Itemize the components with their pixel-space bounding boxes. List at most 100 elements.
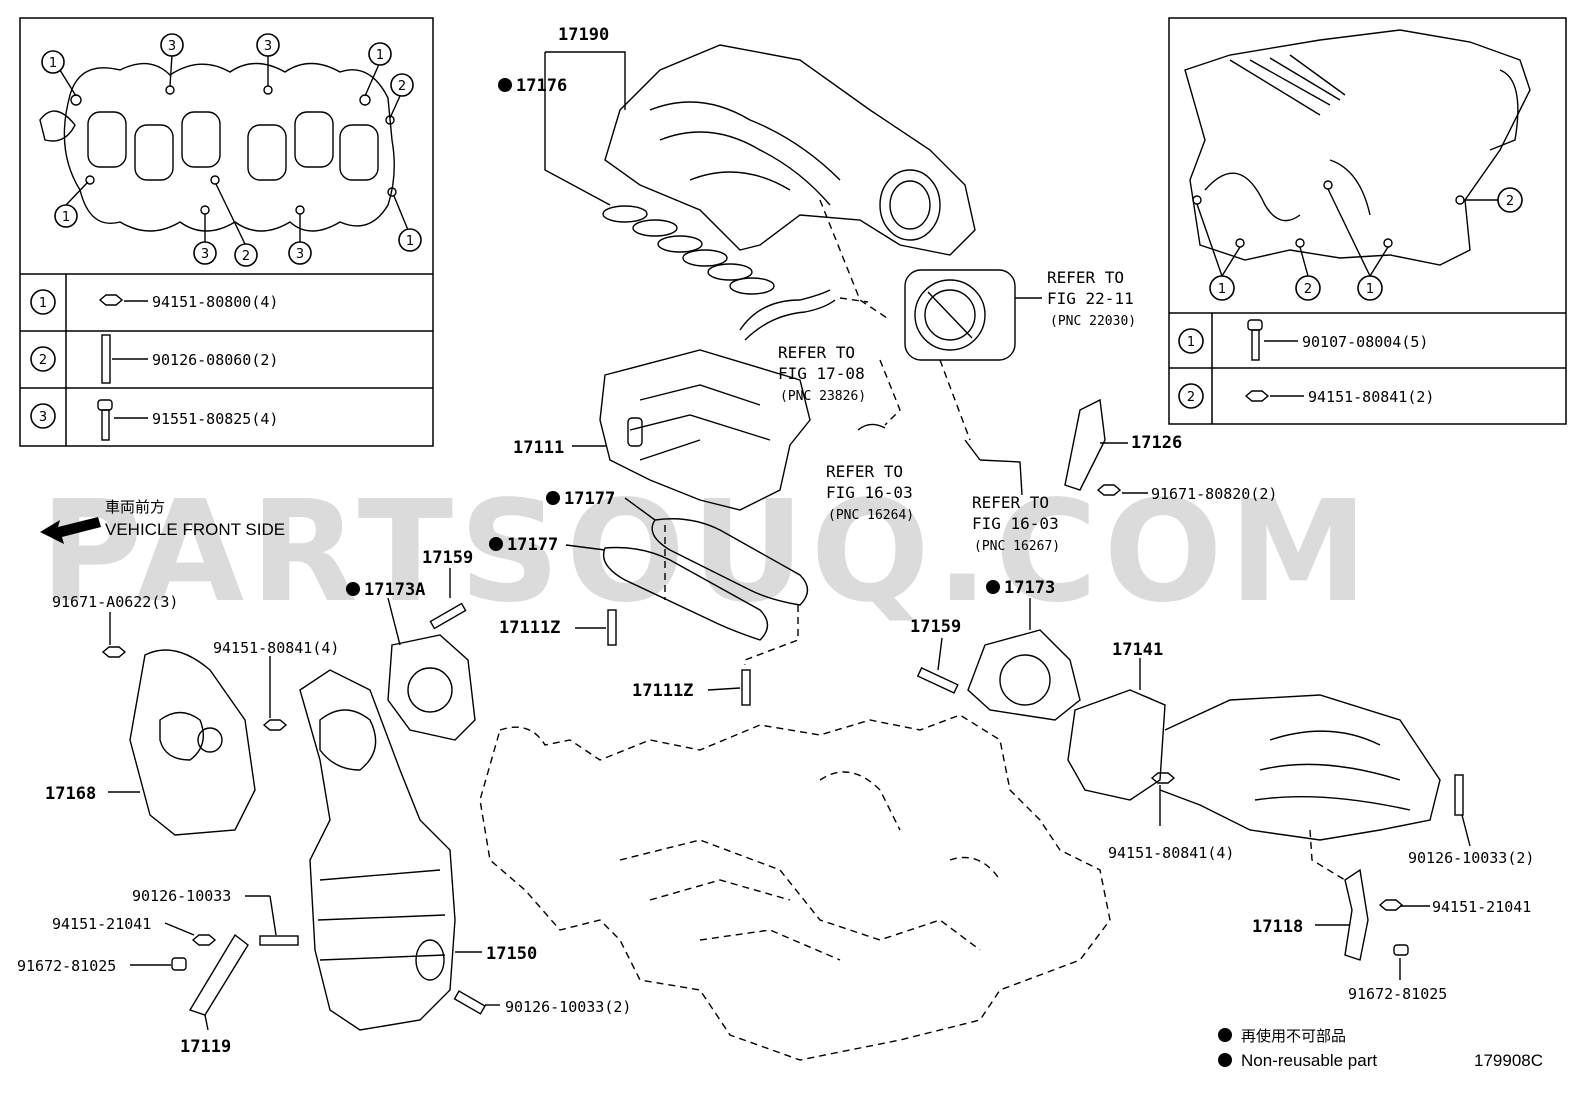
part-17126[interactable]: 17126 xyxy=(1131,433,1182,453)
part-17190[interactable]: 17190 xyxy=(558,25,609,45)
bolt-91671-80820 xyxy=(1096,484,1122,496)
part-17177-b[interactable]: 17177 xyxy=(507,535,558,555)
watermark: PARTSOUQ.COM xyxy=(40,471,1374,634)
part-17173[interactable]: 17173 xyxy=(1004,578,1055,598)
refer-17-08[interactable]: REFER TO FIG 17-08 (PNC 23826) xyxy=(778,343,866,404)
heat-insulator-17168-drawing xyxy=(129,649,256,836)
svg-text:(PNC 16267): (PNC 16267) xyxy=(974,539,1060,554)
svg-text:3: 3 xyxy=(39,410,47,425)
left-inset-frame xyxy=(19,17,434,447)
bolt-91672-81025-l xyxy=(171,957,187,971)
svg-text:3: 3 xyxy=(264,39,272,54)
part-17176[interactable]: 17176 xyxy=(516,76,567,96)
part-90126-10033-l[interactable]: 90126-10033 xyxy=(132,887,231,905)
svg-text:REFER TO: REFER TO xyxy=(1047,268,1124,287)
left-table-row-3[interactable]: 3 91551-80825(4) xyxy=(30,399,278,441)
svg-text:2: 2 xyxy=(1506,194,1514,209)
part-94151-80841-r[interactable]: 94151-80841(4) xyxy=(1108,844,1234,862)
part-91672-81025-r[interactable]: 91672-81025 xyxy=(1348,985,1447,1003)
part-17119[interactable]: 17119 xyxy=(180,1037,231,1057)
manifold-side-drawing xyxy=(1184,29,1531,266)
stud-90126-10033-l xyxy=(259,935,299,946)
refer-22-11[interactable]: REFER TO FIG 22-11 (PNC 22030) xyxy=(1047,268,1136,329)
part-17141[interactable]: 17141 xyxy=(1112,640,1163,660)
right-table-row-2[interactable]: 2 94151-80841(2) xyxy=(1178,383,1434,409)
svg-text:2: 2 xyxy=(398,79,406,94)
part-17111z-b[interactable]: 17111Z xyxy=(632,681,693,701)
svg-text:1: 1 xyxy=(62,210,70,225)
stud-17111z-b xyxy=(741,669,751,706)
part-label: 94151-80800(4) xyxy=(152,293,278,311)
left-table-row-2[interactable]: 2 90126-08060(2) xyxy=(30,334,278,384)
part-91672-81025-l[interactable]: 91672-81025 xyxy=(17,957,116,975)
direction-jp: 車両前方 xyxy=(105,498,165,516)
legend-en: Non-reusable part xyxy=(1241,1051,1377,1070)
leader-lines xyxy=(108,51,1471,1031)
part-17159-a[interactable]: 17159 xyxy=(422,548,473,568)
refer-16-03-b[interactable]: REFER TO FIG 16-03 (PNC 16267) xyxy=(972,493,1060,554)
bracket-17126 xyxy=(1064,398,1106,491)
part-17150[interactable]: 17150 xyxy=(486,944,537,964)
svg-text:2: 2 xyxy=(1187,390,1195,405)
stud-17111z-a xyxy=(607,609,617,646)
non-reusable-dot xyxy=(498,78,512,92)
svg-text:1: 1 xyxy=(1366,282,1374,297)
water-hose-2 xyxy=(964,439,981,461)
gasket-17173 xyxy=(967,629,1081,721)
stud-17159-a xyxy=(429,602,467,630)
part-91671-80820[interactable]: 91671-80820(2) xyxy=(1151,485,1277,503)
svg-text:FIG 16-03: FIG 16-03 xyxy=(826,483,913,502)
legend: 再使用不可部品 Non-reusable part 179908C xyxy=(1218,1027,1543,1070)
refer-16-03-a[interactable]: REFER TO FIG 16-03 (PNC 16264) xyxy=(826,462,914,523)
nut-94151-80841-r xyxy=(1150,772,1176,784)
svg-text:2: 2 xyxy=(1304,282,1312,297)
engine-block-outline xyxy=(479,714,1111,1061)
part-94151-21041-l[interactable]: 94151-21041 xyxy=(52,915,151,933)
part-17111[interactable]: 17111 xyxy=(513,438,564,458)
right-inset-callouts: 2 1 2 1 xyxy=(1196,187,1523,301)
part-94151-21041-r[interactable]: 94151-21041 xyxy=(1432,898,1531,916)
part-17111z-a[interactable]: 17111Z xyxy=(499,618,560,638)
throttle-body-drawing xyxy=(904,269,1016,361)
left-inset: 1 3 3 1 2 1 1 3 2 3 1 94151-80800(4) 2 9… xyxy=(19,17,434,447)
right-inset: 2 1 2 1 1 90107-08004(5) 2 94151-80841(2… xyxy=(1168,17,1567,425)
legend-jp: 再使用不可部品 xyxy=(1241,1027,1346,1045)
bolt-91671-a0622 xyxy=(101,646,127,658)
part-90126-10033-2-l[interactable]: 90126-10033(2) xyxy=(505,998,631,1016)
part-label: 90126-08060(2) xyxy=(152,351,278,369)
nut-94151-21041-l xyxy=(191,934,217,946)
intake-manifold-drawing xyxy=(602,44,976,295)
non-reusable-dot xyxy=(546,491,560,505)
part-17177-a[interactable]: 17177 xyxy=(564,489,615,509)
legend-dot xyxy=(1218,1028,1232,1042)
part-91671-a0622[interactable]: 91671-A0622(3) xyxy=(52,593,178,611)
part-labels: 17190 17176 17111 17177 17177 17159 1717… xyxy=(17,25,1534,1057)
svg-text:(PNC 22030): (PNC 22030) xyxy=(1050,314,1136,329)
svg-text:REFER TO: REFER TO xyxy=(972,493,1049,512)
svg-text:3: 3 xyxy=(168,39,176,54)
svg-text:2: 2 xyxy=(242,249,250,264)
vehicle-front-arrow: 車両前方 VEHICLE FRONT SIDE xyxy=(40,498,285,544)
part-17168[interactable]: 17168 xyxy=(45,784,96,804)
right-table-row-1[interactable]: 1 90107-08004(5) xyxy=(1178,319,1428,361)
direction-en: VEHICLE FRONT SIDE xyxy=(105,520,285,539)
svg-text:1: 1 xyxy=(39,296,47,311)
svg-text:1: 1 xyxy=(1187,335,1195,350)
stud-17159-b xyxy=(916,666,959,694)
stud-90126-10033-r xyxy=(1454,774,1464,816)
part-90126-10033-2-r[interactable]: 90126-10033(2) xyxy=(1408,849,1534,867)
gasket-17173a xyxy=(387,634,476,741)
svg-text:3: 3 xyxy=(296,247,304,262)
svg-text:REFER TO: REFER TO xyxy=(778,343,855,362)
part-17118[interactable]: 17118 xyxy=(1252,917,1303,937)
gaskets-17177-drawing xyxy=(602,518,809,641)
exhaust-manifold-17150-drawing xyxy=(299,669,456,1031)
non-reusable-dot xyxy=(489,537,503,551)
bracket-17119 xyxy=(188,933,249,1016)
part-94151-80841-l[interactable]: 94151-80841(4) xyxy=(213,639,339,657)
part-17173a[interactable]: 17173A xyxy=(364,580,425,600)
part-17159-b[interactable]: 17159 xyxy=(910,617,961,637)
left-table-row-1[interactable]: 1 94151-80800(4) xyxy=(30,289,278,315)
svg-text:REFER TO: REFER TO xyxy=(826,462,903,481)
